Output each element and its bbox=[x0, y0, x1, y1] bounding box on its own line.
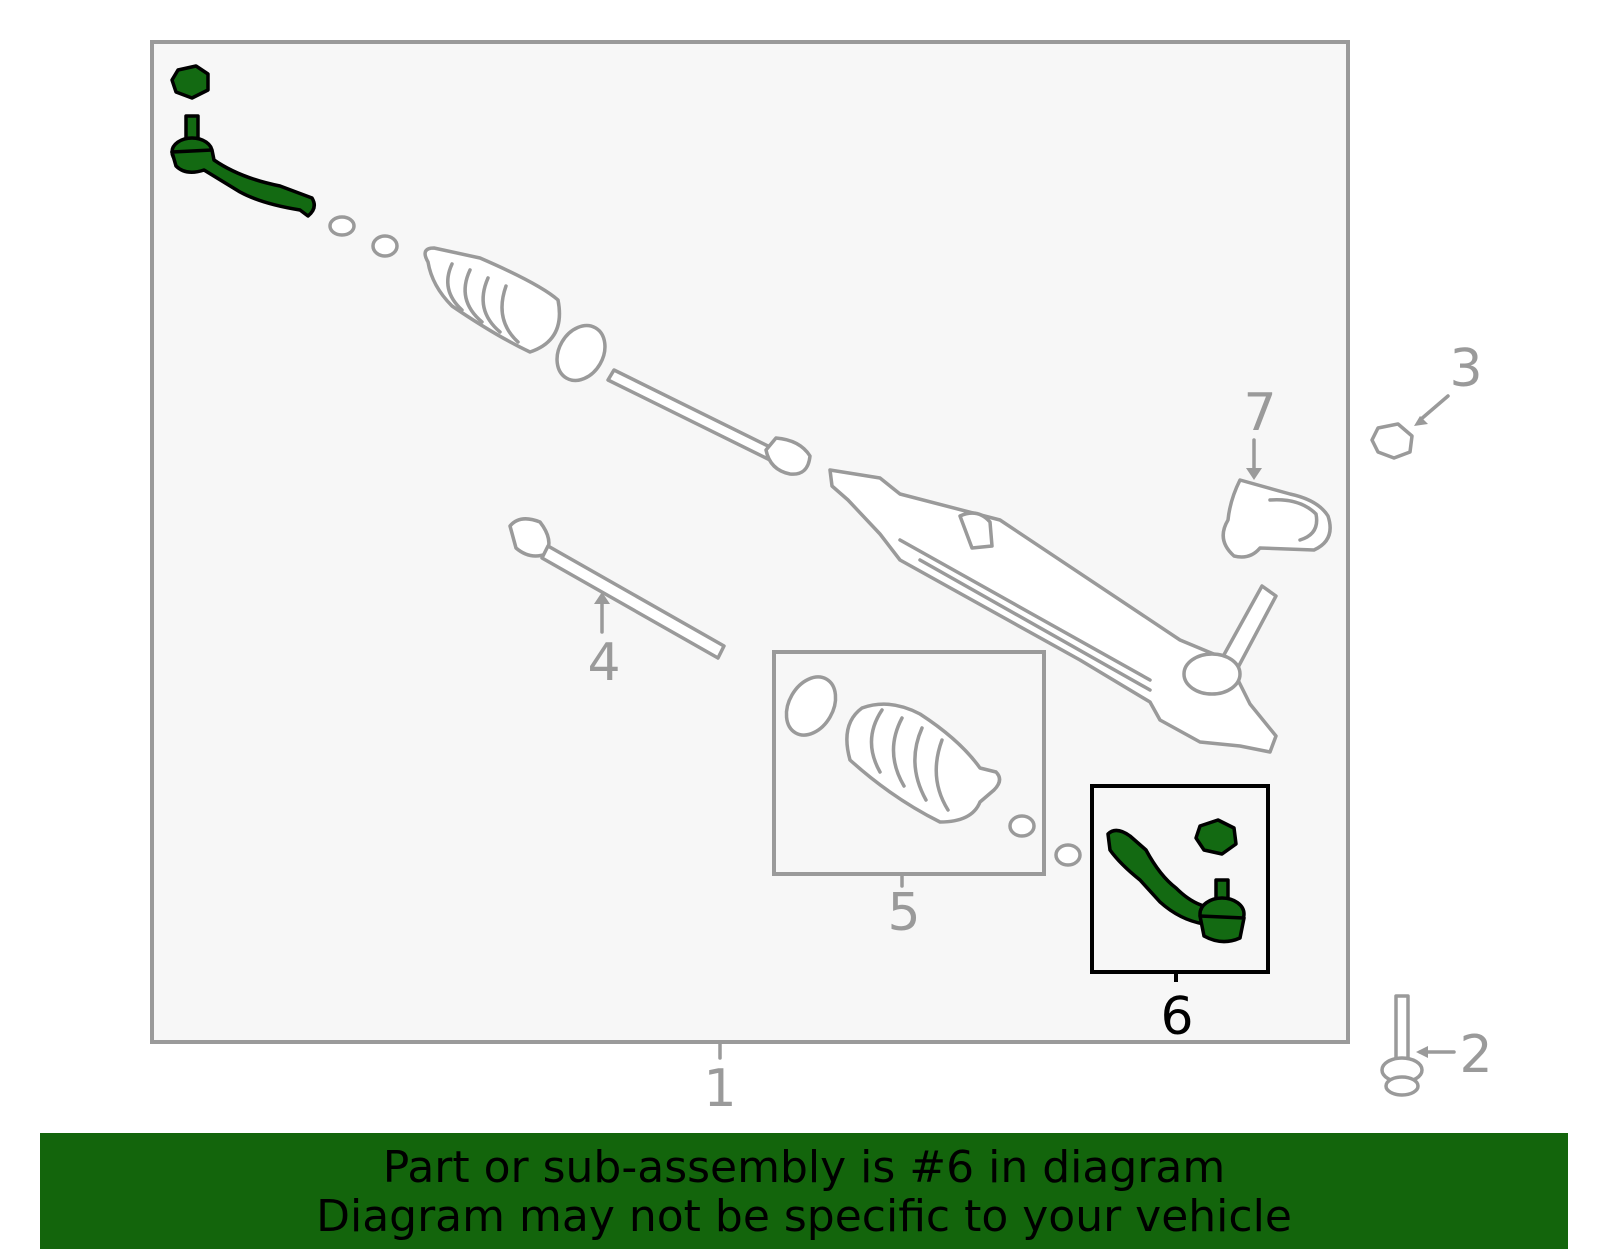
inner-tie-rod-upper bbox=[606, 368, 812, 476]
steering-column-seal bbox=[1221, 478, 1332, 559]
bellows-boot-left bbox=[423, 246, 562, 354]
steering-rack-housing bbox=[828, 468, 1278, 754]
boot-clamp-left bbox=[371, 234, 399, 258]
banner-line-2: Diagram may not be specific to your vehi… bbox=[316, 1191, 1292, 1242]
mount-bolt bbox=[1380, 994, 1424, 1097]
bellows-boot-right bbox=[845, 702, 1002, 824]
boot-ring-right bbox=[784, 675, 838, 737]
bushing-left bbox=[328, 215, 356, 237]
callout-2: 2 bbox=[1459, 1025, 1492, 1085]
callout-7: 7 bbox=[1243, 383, 1276, 443]
boot-ring-left bbox=[555, 323, 607, 383]
tie-rod-end-left bbox=[170, 64, 316, 218]
boot-kit-box bbox=[772, 650, 1046, 876]
callout-6: 6 bbox=[1160, 987, 1193, 1047]
bushing-right bbox=[1054, 843, 1082, 867]
callout-5: 5 bbox=[887, 883, 920, 943]
callout-4: 4 bbox=[587, 633, 620, 693]
tie-rod-end-right bbox=[1106, 818, 1246, 944]
inner-tie-rod-4 bbox=[508, 517, 726, 660]
banner-line-1: Part or sub-assembly is #6 in diagram bbox=[382, 1142, 1226, 1193]
callout-3: 3 bbox=[1449, 339, 1482, 399]
callout-1: 1 bbox=[703, 1059, 736, 1119]
mount-nut bbox=[1370, 422, 1414, 460]
info-banner: Part or sub-assembly is #6 in diagram Di… bbox=[40, 1133, 1568, 1249]
tie-rod-end-box bbox=[1090, 784, 1270, 974]
boot-clamp-right bbox=[1008, 814, 1036, 838]
